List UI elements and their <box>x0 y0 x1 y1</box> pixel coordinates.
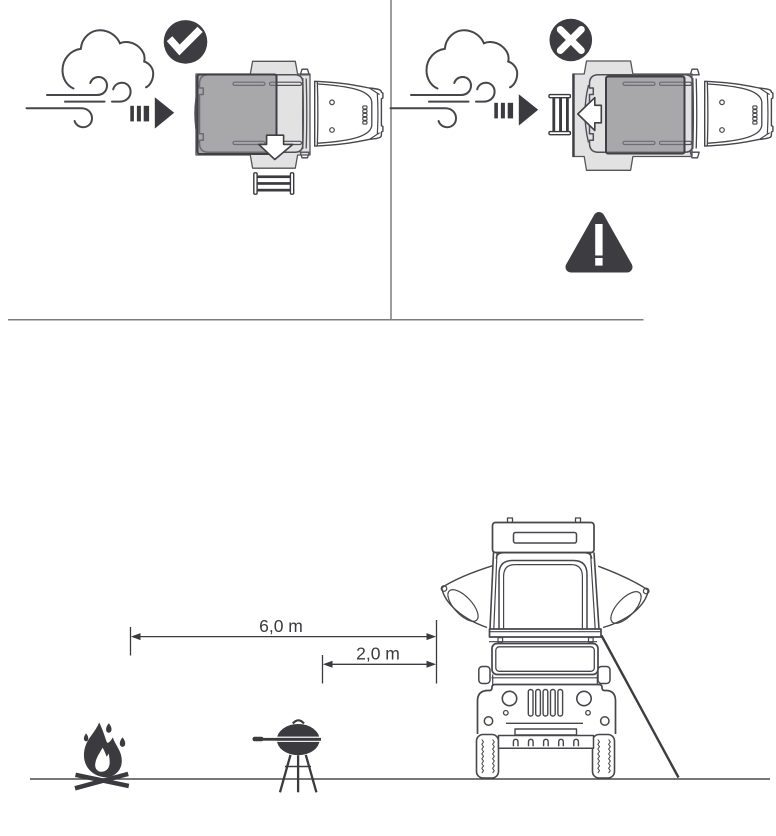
svg-text:2,0 m: 2,0 m <box>356 644 400 664</box>
svg-text:6,0 m: 6,0 m <box>259 616 303 636</box>
